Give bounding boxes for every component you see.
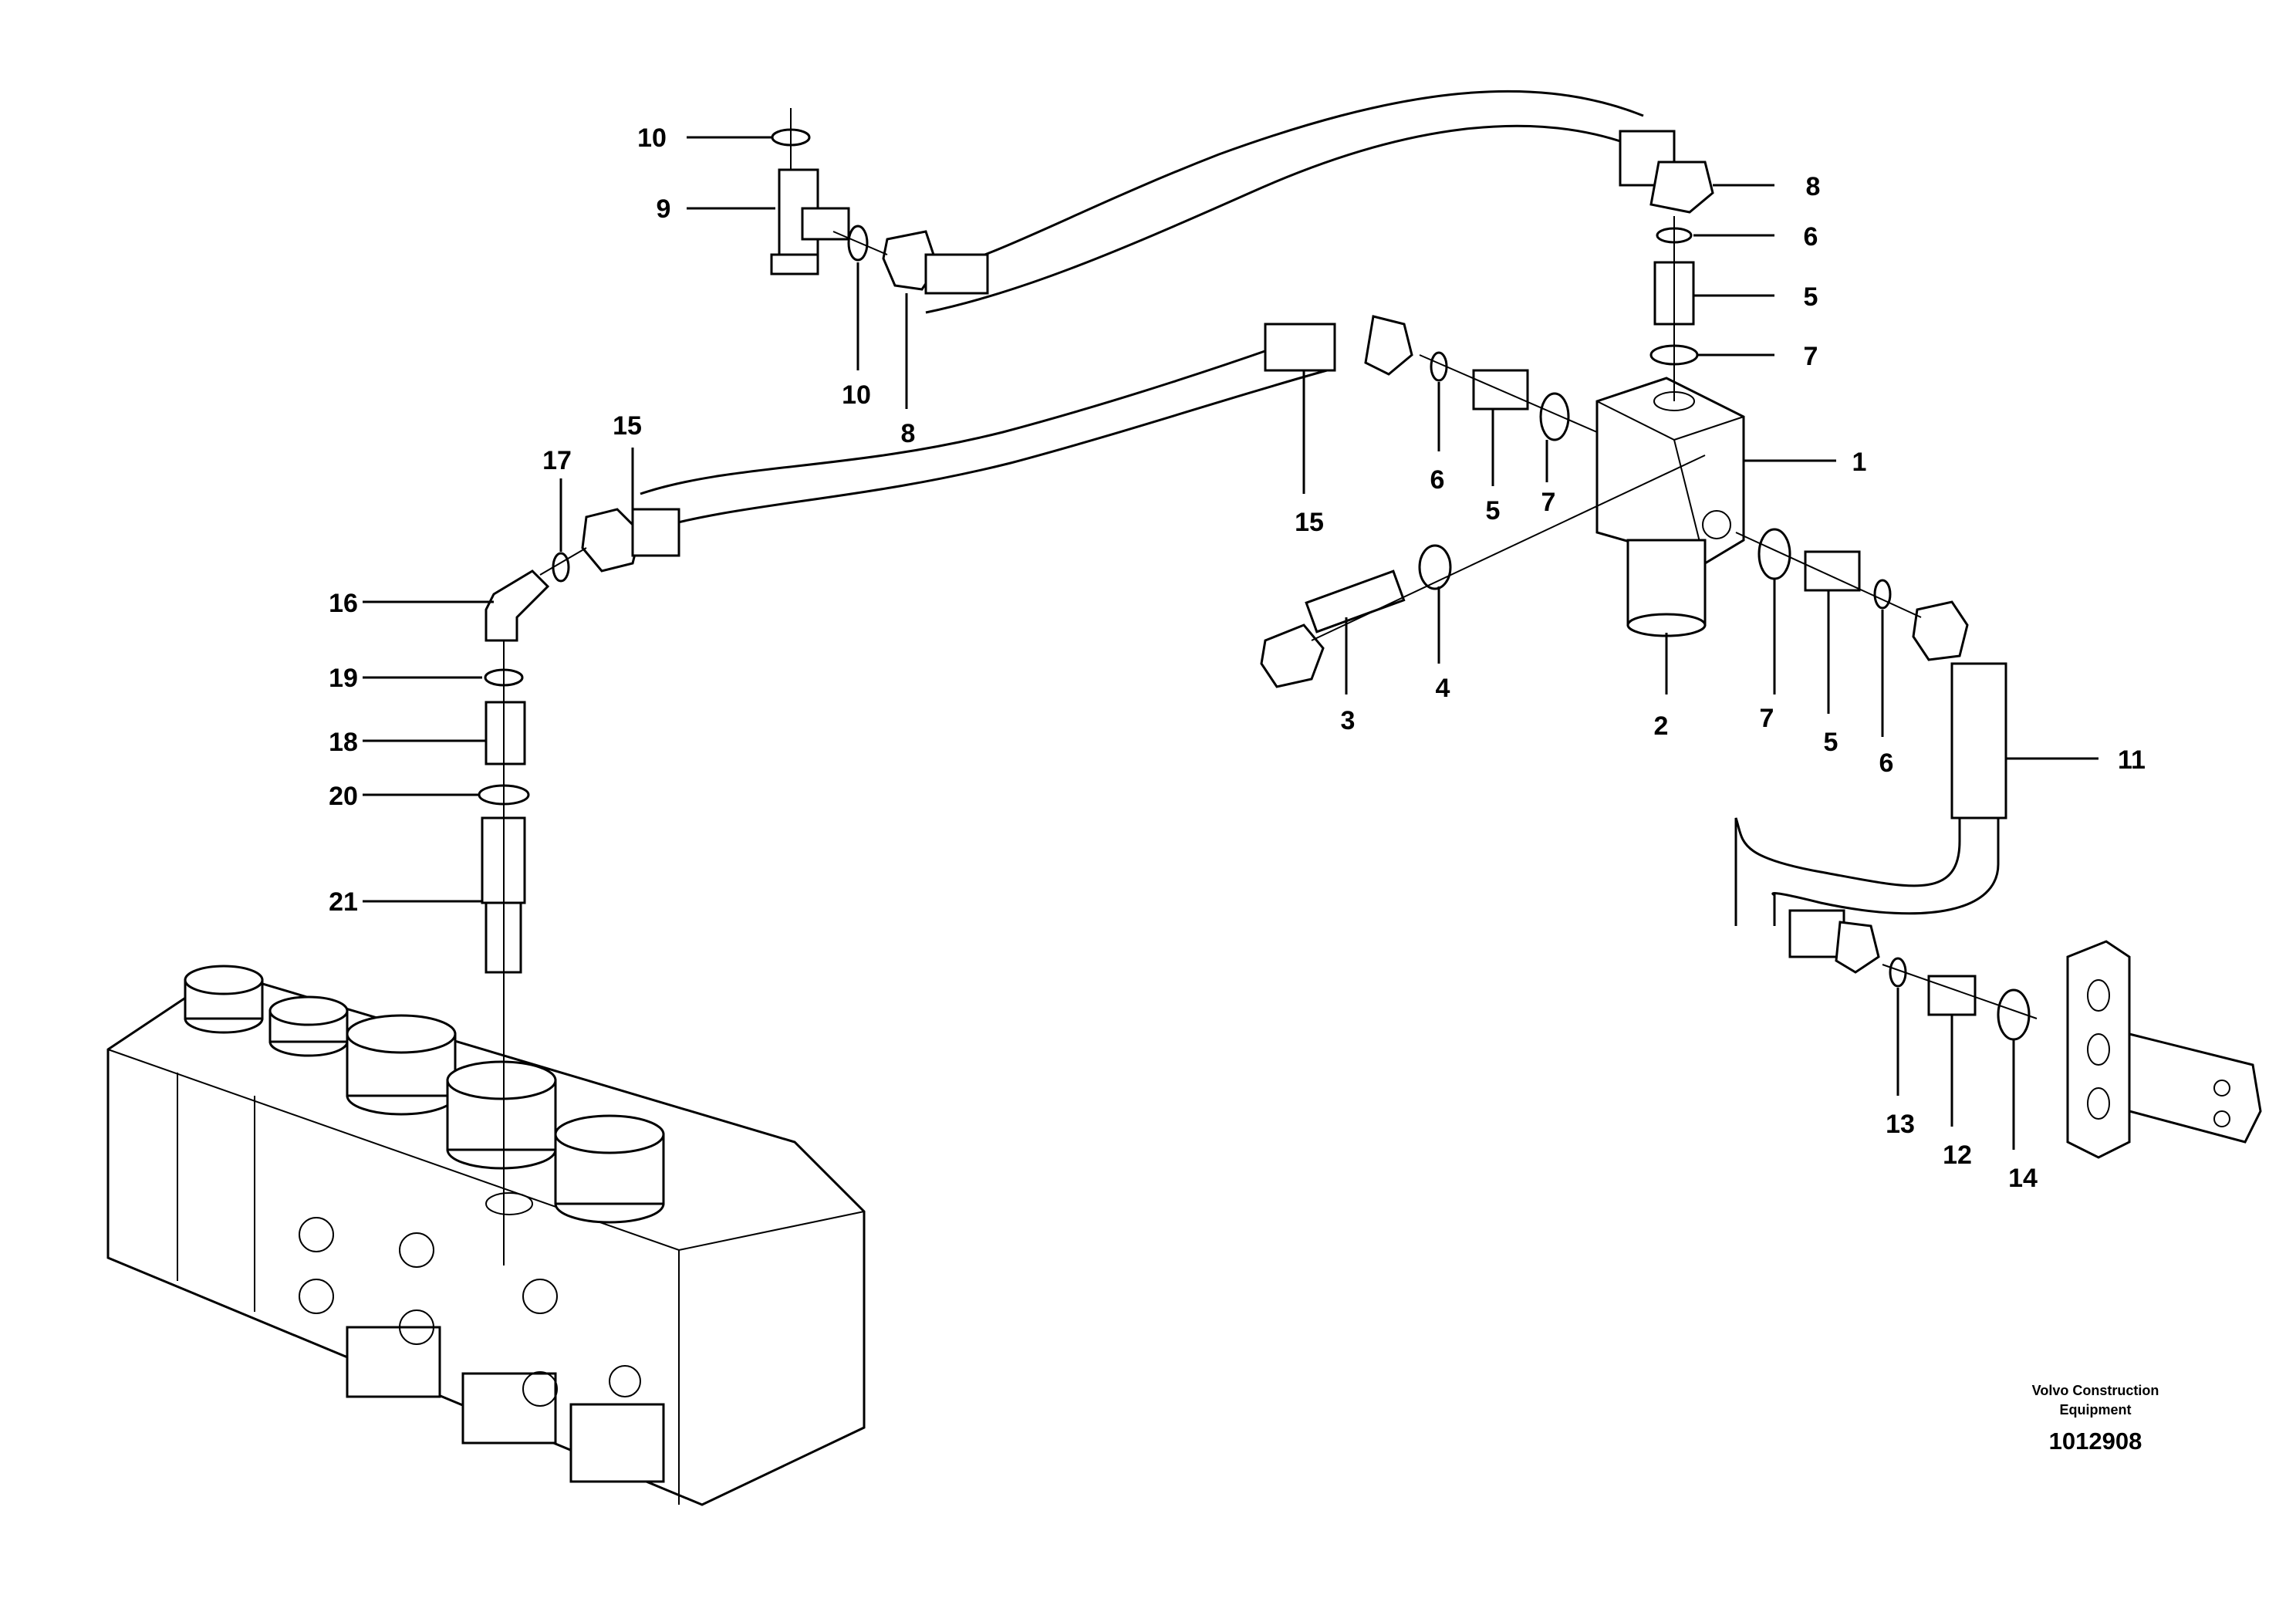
callout-12: 12 <box>1943 1140 1972 1170</box>
assembly-axes <box>503 108 2038 1265</box>
elbow-11 <box>1912 600 2007 819</box>
tee-fitting-9 <box>770 168 850 275</box>
callout-18: 18 <box>329 728 358 757</box>
callout-14: 14 <box>2008 1164 2038 1193</box>
mounting-bracket <box>2066 940 2262 1159</box>
callout-9: 9 <box>657 194 671 224</box>
sleeve-2 <box>1626 539 1707 637</box>
hose-end-15-mid <box>1264 315 1413 376</box>
callout-3: 3 <box>1341 706 1356 735</box>
leader-lines <box>363 136 2098 1150</box>
callout-6: 6 <box>1879 748 1894 778</box>
callout-7: 7 <box>1804 342 1818 371</box>
lower-hose-15 <box>640 330 1328 534</box>
callout-labels: 10 9 10 8 8 6 5 7 1 15 6 5 7 3 4 2 7 5 6… <box>329 123 2146 1193</box>
callout-7: 7 <box>1541 488 1556 517</box>
hose-nut-bottom <box>1788 909 1880 974</box>
right-hose-11 <box>1734 687 2000 926</box>
adapter-18 <box>485 701 526 765</box>
callout-13: 13 <box>1886 1110 1915 1139</box>
callout-17: 17 <box>542 446 572 475</box>
o-ring-10-side <box>847 225 869 262</box>
brand-line-2: Equipment <box>2060 1402 2132 1418</box>
washer-7-right <box>1757 528 1791 580</box>
callout-2: 2 <box>1654 711 1669 741</box>
elbow-16 <box>485 569 550 642</box>
hose-nut-8-left <box>882 230 989 295</box>
callout-7: 7 <box>1760 704 1774 733</box>
callout-5: 5 <box>1486 496 1501 525</box>
callout-8: 8 <box>901 419 916 448</box>
control-valve-block <box>106 965 866 1506</box>
o-ring-17 <box>552 552 570 583</box>
callout-15: 15 <box>613 411 642 441</box>
callout-6: 6 <box>1430 465 1445 495</box>
upper-hose-8 <box>925 90 1644 314</box>
washer-7-mid <box>1539 392 1570 441</box>
elbow-8-right <box>1619 130 1714 214</box>
callout-16: 16 <box>329 589 358 618</box>
callout-5: 5 <box>1824 728 1838 757</box>
adapter-12 <box>1927 975 1977 1016</box>
hose-end-15-left <box>581 508 680 573</box>
o-ring-6-right <box>1873 579 1892 610</box>
callout-8: 8 <box>1806 172 1821 201</box>
callout-11: 11 <box>2118 745 2146 775</box>
callout-19: 19 <box>329 664 358 693</box>
bolt-3 <box>1260 569 1406 688</box>
brand-line-1: Volvo Construction <box>2032 1383 2159 1398</box>
callout-4: 4 <box>1436 674 1450 703</box>
callout-21: 21 <box>329 887 358 917</box>
callout-20: 20 <box>329 782 358 811</box>
adapter-5-right <box>1804 550 1861 592</box>
callout-10: 10 <box>637 123 667 153</box>
callout-15: 15 <box>1295 508 1324 537</box>
callout-10: 10 <box>842 380 871 410</box>
distribution-block-1 <box>1595 377 1745 565</box>
callout-5: 5 <box>1804 282 1818 312</box>
document-number: 1012908 <box>2049 1428 2142 1455</box>
callout-1: 1 <box>1852 448 1867 477</box>
callout-6: 6 <box>1804 222 1818 252</box>
